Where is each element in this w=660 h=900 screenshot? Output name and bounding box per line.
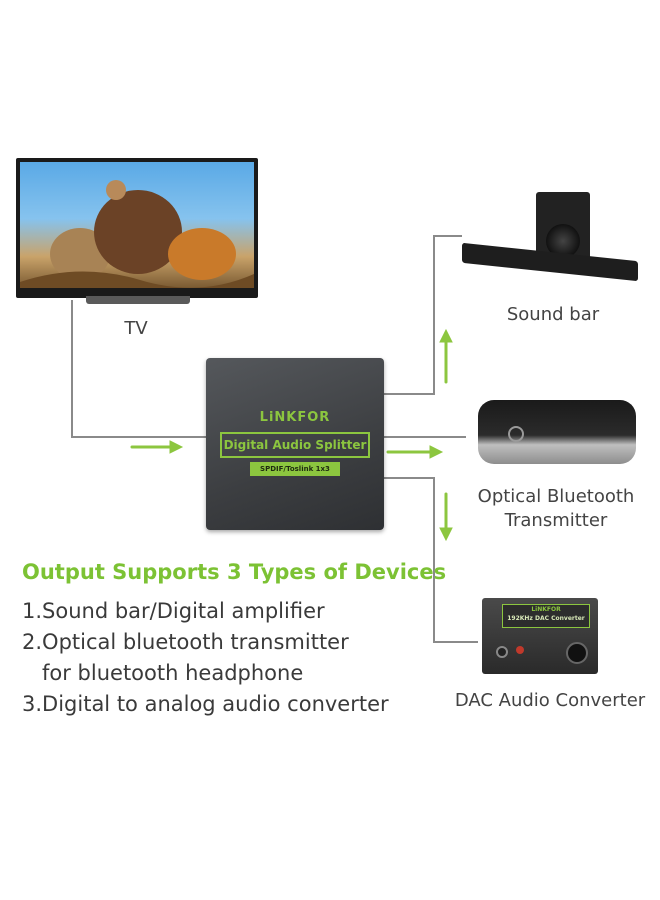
tv-stand <box>86 296 190 304</box>
splitter-product-name: Digital Audio Splitter <box>220 432 370 458</box>
headline: Output Supports 3 Types of Devices <box>22 560 447 584</box>
power-icon <box>508 426 524 442</box>
soundbar-label: Sound bar <box>506 304 600 325</box>
arrow-down-to-dac <box>439 492 453 542</box>
feature-item: 2.Optical bluetooth transmitter <box>22 630 349 654</box>
bluetooth-transmitter-image <box>478 400 636 464</box>
arrow-into-splitter <box>130 440 184 454</box>
headphone-jack-icon <box>496 646 508 658</box>
feature-item: 1.Sound bar/Digital amplifier <box>22 599 325 623</box>
power-led-icon <box>516 646 524 654</box>
tv-image <box>16 158 258 298</box>
dac-subtitle: 192KHz DAC Converter <box>507 615 585 622</box>
feature-list: 1.Sound bar/Digital amplifier 2.Optical … <box>22 596 389 720</box>
wire-tv-to-splitter <box>71 300 206 438</box>
audio-splitter-device: LiNKFOR Digital Audio Splitter SPDIF/Tos… <box>206 358 384 530</box>
dac-converter-image: LiNKFOR 192KHz DAC Converter <box>482 598 598 674</box>
splitter-spec: SPDIF/Toslink 1x3 <box>250 462 340 476</box>
dac-panel: LiNKFOR 192KHz DAC Converter <box>502 604 590 628</box>
bluetooth-label-line2: Transmitter <box>504 510 608 531</box>
tv-screen <box>20 162 254 288</box>
dac-brand: LiNKFOR <box>531 606 561 613</box>
dac-label: DAC Audio Converter <box>454 690 646 711</box>
arrow-to-bluetooth <box>386 445 444 459</box>
cartoon-scene-image <box>20 180 254 288</box>
splitter-brand: LiNKFOR <box>259 410 331 425</box>
bluetooth-label-line1: Optical Bluetooth <box>477 486 635 507</box>
feature-item: 3.Digital to analog audio converter <box>22 692 389 716</box>
wire-splitter-to-soundbar <box>384 235 462 395</box>
feature-item-continuation: for bluetooth headphone <box>42 661 304 685</box>
wire-splitter-to-dac <box>384 477 478 643</box>
tv-label: TV <box>124 318 148 339</box>
volume-knob-icon <box>566 642 588 664</box>
arrow-up-to-soundbar <box>439 328 453 384</box>
